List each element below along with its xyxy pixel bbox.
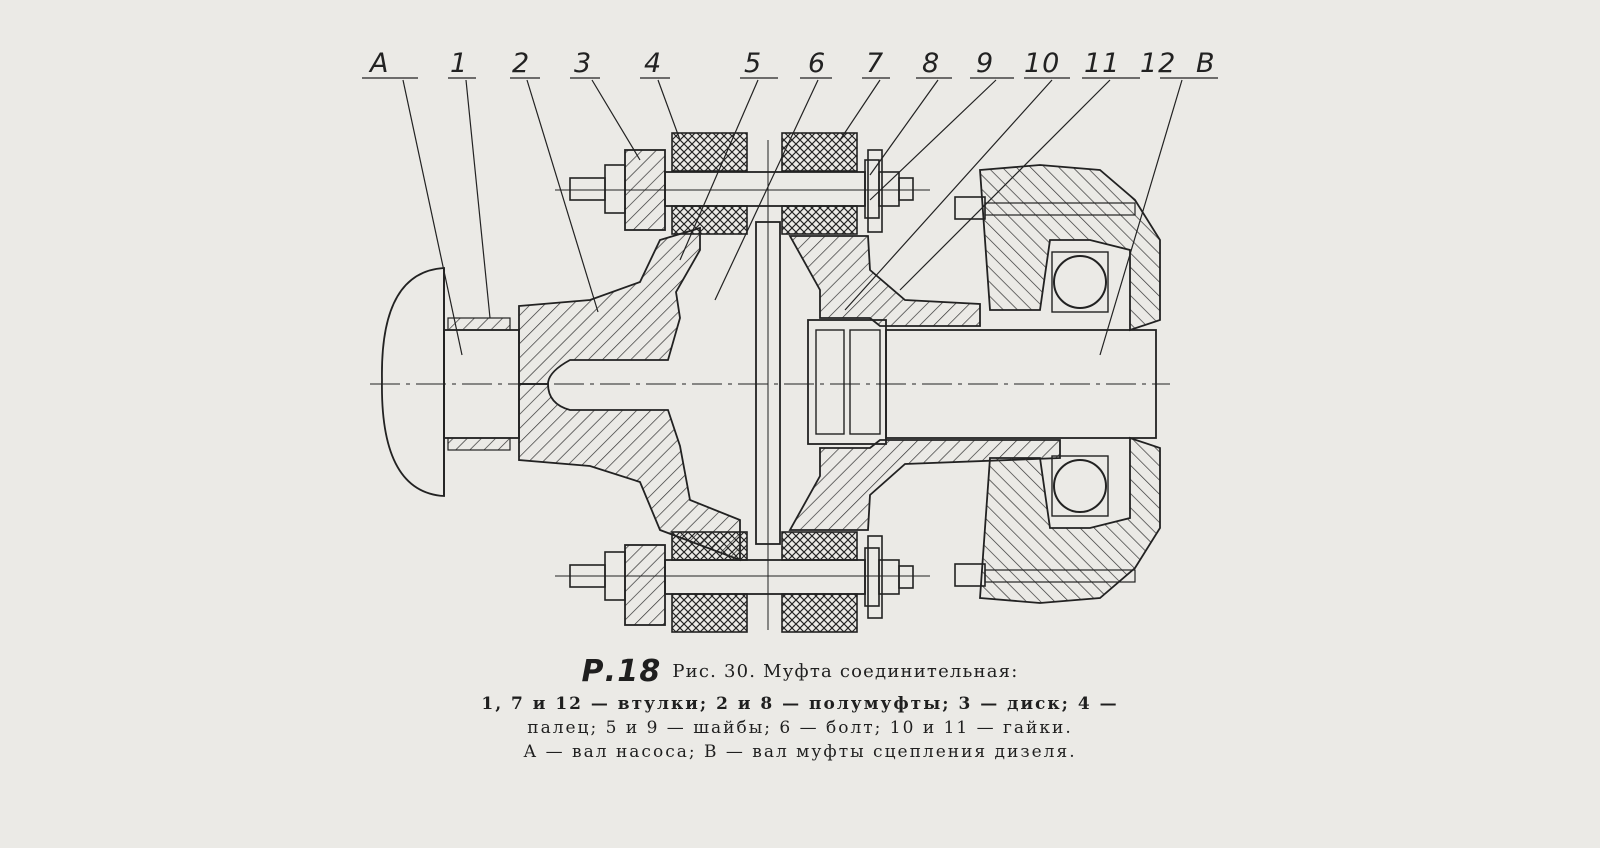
caption-title-line: Р.18 Рис. 30. Муфта соединительная: [0,657,1600,687]
label-2: 2 [512,48,530,79]
part-labels: A 1 2 3 4 5 6 7 8 9 10 11 12 B [368,48,1216,79]
right-half-coupling-upper [788,235,981,327]
label-3: 3 [574,48,592,79]
label-6: 6 [808,48,826,79]
label-1: 1 [450,48,468,79]
label-B: B [1196,48,1216,79]
left-half-coupling-upper [518,226,701,385]
pump-shaft-end [381,267,445,497]
legend-line-2: палец; 5 и 9 — шайбы; 6 — болт; 10 и 11 … [527,718,1073,738]
handwritten-page-ref: Р.18 [581,654,662,689]
figure-caption: Р.18 Рис. 30. Муфта соединительная: 1, 7… [0,657,1600,764]
ball-bearing-upper [1053,255,1107,309]
leader-lines [362,77,1218,356]
label-5: 5 [744,48,762,79]
legend-line-3: А — вал насоса; В — вал муфты сцепления … [523,742,1077,762]
rubber-bushing [671,132,748,172]
left-half-coupling-lower [518,383,741,562]
shaft-nut [807,319,887,445]
label-8: 8 [922,48,940,79]
label-4: 4 [644,48,662,79]
legend-line-1: 1, 7 и 12 — втулки; 2 и 8 — полумуфты; 3… [481,694,1119,714]
label-11: 11 [1084,48,1120,79]
upper-bolt [555,159,930,219]
label-10: 10 [1024,48,1060,79]
ball-bearing-lower [1053,459,1107,513]
label-9: 9 [976,48,994,79]
label-A: A [368,48,389,79]
label-7: 7 [866,48,884,79]
caption-title: Рис. 30. Муфта соединительная: [672,661,1019,682]
label-12: 12 [1140,48,1176,79]
right-half-coupling-lower [788,439,1061,531]
